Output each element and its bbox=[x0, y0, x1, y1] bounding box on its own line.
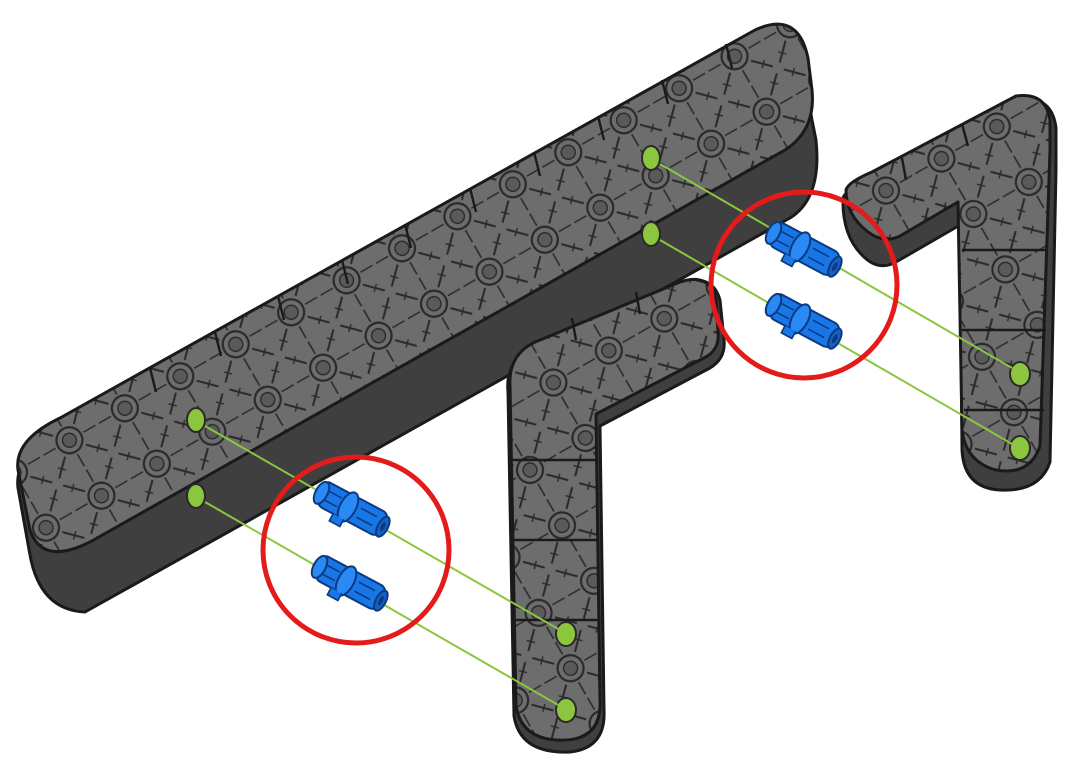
callout-circle-right bbox=[708, 189, 900, 381]
callout-circle-left bbox=[260, 454, 452, 646]
connector-pin-icon bbox=[303, 548, 395, 622]
long-beam-hole-right-upper bbox=[641, 145, 661, 171]
callouts bbox=[260, 189, 900, 646]
long-beam-hole-right-lower bbox=[641, 221, 661, 247]
right-bracket-ridges bbox=[900, 123, 1048, 412]
long-beam-ridges bbox=[148, 43, 734, 393]
long-beam bbox=[16, 22, 819, 614]
left-bracket-face bbox=[508, 277, 720, 742]
long-beam-hole-left-lower bbox=[186, 483, 206, 509]
connector-pin-icon bbox=[757, 214, 849, 288]
long-beam-hole-left-upper bbox=[186, 407, 206, 433]
left-bracket-hole-upper bbox=[555, 621, 577, 647]
connector-pin-icon bbox=[757, 286, 849, 360]
right-bracket-face bbox=[844, 94, 1052, 473]
left-bracket-hole-lower bbox=[555, 697, 577, 723]
connector-pin-icon bbox=[305, 474, 397, 548]
right-bracket bbox=[841, 94, 1058, 492]
long-beam-face bbox=[16, 22, 814, 554]
left-bracket-ridges bbox=[512, 291, 642, 622]
right-bracket-hole-lower bbox=[1009, 435, 1031, 461]
left-bracket bbox=[506, 277, 726, 754]
right-bracket-hole-upper bbox=[1009, 361, 1031, 387]
